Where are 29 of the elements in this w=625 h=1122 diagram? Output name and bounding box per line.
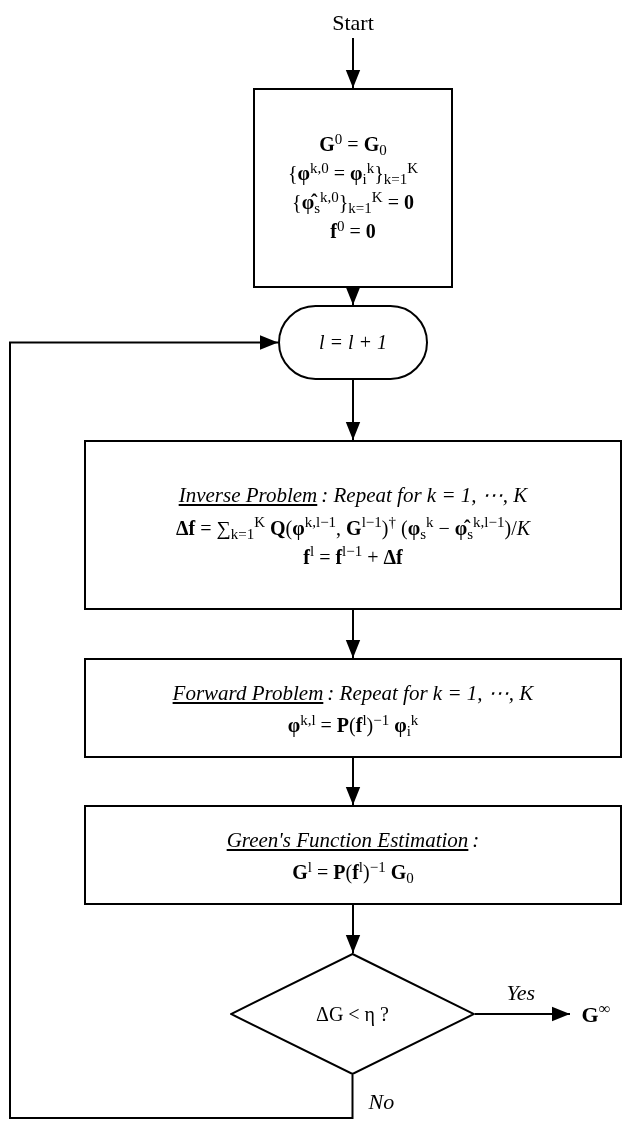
section-heading: Green's Function Estimation (226, 826, 469, 854)
inverse-problem-box (84, 440, 622, 610)
arrow (9, 335, 354, 1119)
initialization-box (253, 88, 453, 288)
equation: f$^{l}$ = f$^{l−1}$ + Δf (303, 544, 403, 570)
section-heading: Inverse Problem (178, 482, 318, 510)
equation: ΔG < η ? (316, 1001, 389, 1027)
arrow (345, 757, 361, 806)
node-label: G$^{∞}$ (581, 1001, 611, 1029)
arrow (345, 287, 361, 306)
arrow (345, 904, 361, 954)
heading-condition: : (472, 826, 480, 854)
equation: f$^{0}$ = 0 (330, 219, 376, 244)
node-label: Start (332, 9, 374, 37)
heading-condition: : Repeat for k = 1, ⋯, K (327, 679, 534, 707)
equation: {φ̂$_{s}$$^{k,0}$}$_{k=1}$$^{K}$ = 0 (292, 190, 414, 215)
greens-function-box (84, 805, 622, 905)
heading-condition: : Repeat for k = 1, ⋯, K (321, 482, 528, 510)
decision-diamond (230, 953, 475, 1075)
equation: G$^{l}$ = P(f$^{l}$)$^{−1}$ G$_{0}$ (292, 860, 414, 886)
section-heading: Forward Problem (172, 679, 324, 707)
forward-problem-box (84, 658, 622, 758)
arrow (474, 1006, 571, 1022)
equation: G$^{0}$ = G$_{0}$ (319, 132, 387, 157)
equation: Δf = ∑$_{k=1}$$^{K}$ Q(φ$^{k,l−1}$, G$^{l−1}$)$^{†}$ (φ$_{s}$$^{k}$ − φ̂$_{s}$$^{k,l−1}$)/K (175, 515, 531, 541)
equation: l = l + 1 (318, 330, 388, 355)
arrow (345, 379, 361, 441)
arrow (345, 37, 361, 89)
arrow (345, 609, 361, 659)
